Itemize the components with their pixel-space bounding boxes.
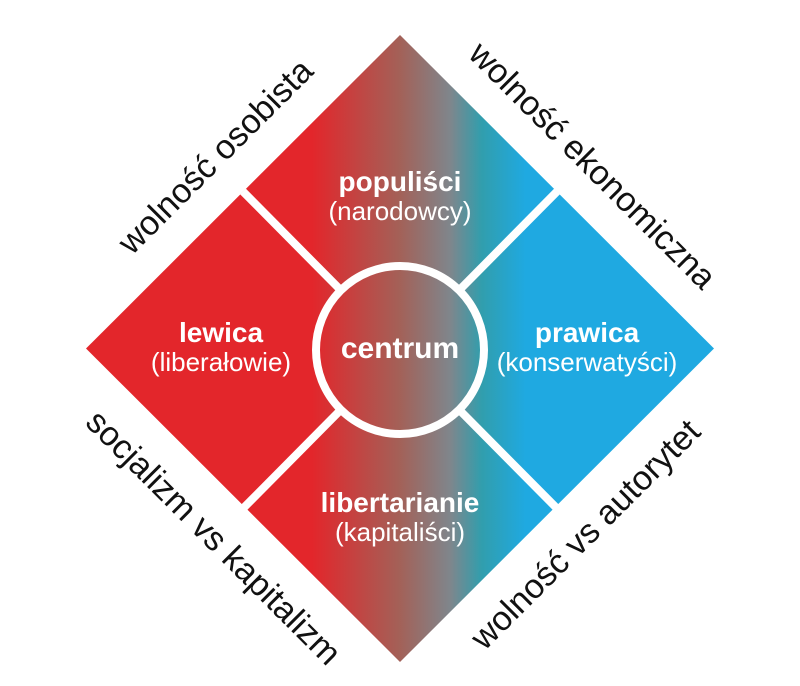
quadrant-label-bottom: libertarianie (kapitaliści) bbox=[321, 487, 480, 547]
quadrant-right-subtitle: (konserwatyści) bbox=[496, 347, 678, 378]
quadrant-left-subtitle: (liberałowie) bbox=[150, 347, 292, 378]
quadrant-bottom-title: libertarianie bbox=[320, 486, 480, 518]
center-circle bbox=[312, 262, 488, 438]
quadrant-bottom-subtitle: (kapitaliści) bbox=[334, 517, 466, 548]
quadrant-top-subtitle: (narodowcy) bbox=[328, 196, 472, 227]
center-label: centrum bbox=[340, 332, 460, 365]
quadrant-label-right: prawica (konserwatyści) bbox=[497, 317, 678, 377]
quadrant-label-left: lewica (liberałowie) bbox=[151, 317, 291, 377]
quadrant-top-title: populiści bbox=[338, 165, 462, 197]
quadrant-right-title: prawica bbox=[534, 316, 640, 348]
quadrant-label-top: populiści (narodowcy) bbox=[328, 166, 471, 226]
quadrant-left-title: lewica bbox=[178, 316, 264, 348]
